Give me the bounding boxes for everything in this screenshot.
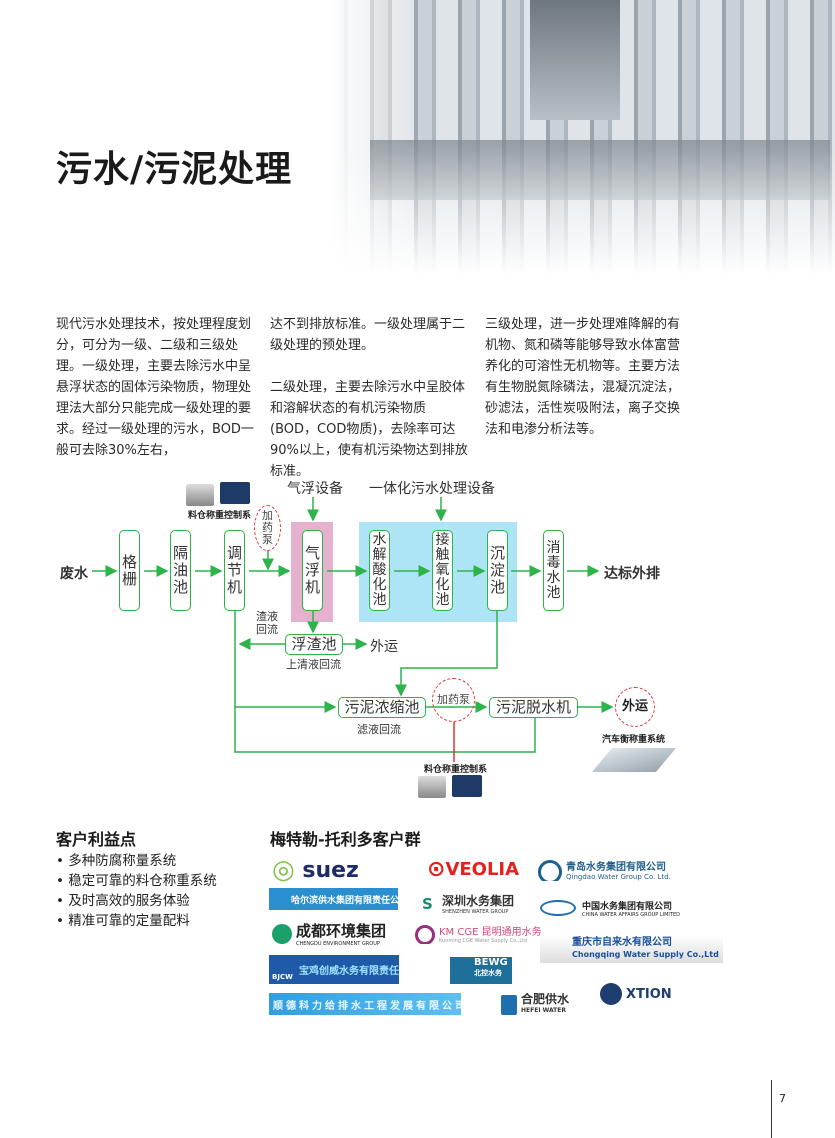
bin-system-label-bottom: 料仓称重控制系	[424, 765, 488, 775]
oil-separator-box: 隔油池	[170, 530, 191, 611]
slag-return-label: 渣液回流	[256, 610, 278, 636]
supernatant-return-label: 上清液回流	[286, 658, 341, 671]
weighing-terminal-image	[220, 482, 250, 504]
benefit-item: 稳定可靠的料仓称重系统	[56, 871, 217, 891]
dosing-pump-bottom: 加药泵	[432, 678, 475, 722]
filtrate-return-label: 滤液回流	[357, 723, 401, 736]
grid-box: 格栅	[119, 530, 140, 611]
intro-col-2a: 达不到排放标准。一级处理属于二级处理的预处理。	[270, 317, 466, 353]
hydrolysis-tank-box: 水解酸化池	[369, 530, 390, 611]
intro-col-1: 现代污水处理技术，按处理程度划分，可分为一级、二级和三级处理。一级处理，主要去除…	[56, 317, 254, 458]
flotation-machine-box: 气浮机	[302, 530, 323, 611]
scum-tank-box: 浮渣池	[285, 634, 343, 655]
integrated-equipment-label: 一体化污水处理设备	[369, 481, 495, 497]
benefit-item: 精准可靠的定量配料	[56, 911, 217, 931]
intro-col-2b: 二级处理，主要去除污水中呈胶体和溶解状态的有机污染物质(BOD，COD物质)，去…	[270, 380, 468, 479]
float-equipment-label: 气浮设备	[287, 481, 343, 497]
sludge-dewatering-box: 污泥脱水机	[489, 697, 578, 718]
logo-baoji-water: 宝鸡创威水务有限责任公司BJCW	[269, 955, 399, 984]
logo-veolia: ⊙VEOLIA	[427, 857, 520, 882]
hero-photo-tank-weighing	[330, 0, 835, 275]
settling-tank-box: 沉淀池	[487, 530, 508, 611]
dosing-pump-top: 加药泵	[254, 505, 281, 551]
adjust-tank-box: 调节机	[224, 530, 245, 611]
benefits-list: 多种防腐称量系统 稳定可靠的料仓称重系统 及时高效的服务体验 精准可靠的定量配料	[56, 851, 217, 931]
logo-harbin-water: 哈尔滨供水集团有限责任公司	[269, 888, 398, 910]
wastewater-input-label: 废水	[60, 566, 88, 582]
disinfection-tank-box: 消毒水池	[543, 530, 564, 611]
discharge-output-label: 达标外排	[604, 566, 660, 582]
truck-scale-label: 汽车衡称重系统	[602, 735, 666, 745]
intro-col-3: 三级处理，进一步处理难降解的有机物、氮和磷等能够导致水体富营养化的可溶性无机物等…	[485, 317, 681, 437]
weighing-terminal-image	[452, 775, 482, 797]
sludge-thickener-box: 污泥浓缩池	[338, 697, 426, 718]
page-title: 污水/污泥处理	[56, 149, 293, 190]
haul-away-label: 外运	[370, 639, 398, 655]
logo-suez: ◎ suez	[272, 855, 359, 885]
bin-system-label-top: 料仓称重控制系	[188, 511, 252, 521]
flow-lines	[92, 497, 614, 762]
logo-shunde-drainage: 顺德科力给排水工程发展有限公司	[269, 993, 461, 1015]
load-cell-image	[186, 484, 214, 506]
benefits-heading: 客户利益点	[56, 830, 137, 849]
page-number-divider	[771, 1080, 772, 1138]
haul-away-circle: 外运	[615, 687, 655, 727]
benefit-item: 多种防腐称量系统	[56, 851, 217, 871]
page-number: 7	[779, 1092, 786, 1105]
logo-xtion: XTION	[600, 983, 672, 1005]
load-cell-image	[418, 776, 446, 798]
contact-oxidation-box: 接触氧化池	[432, 530, 453, 611]
customers-heading: 梅特勒-托利多客户群	[270, 830, 421, 849]
benefit-item: 及时高效的服务体验	[56, 891, 217, 911]
